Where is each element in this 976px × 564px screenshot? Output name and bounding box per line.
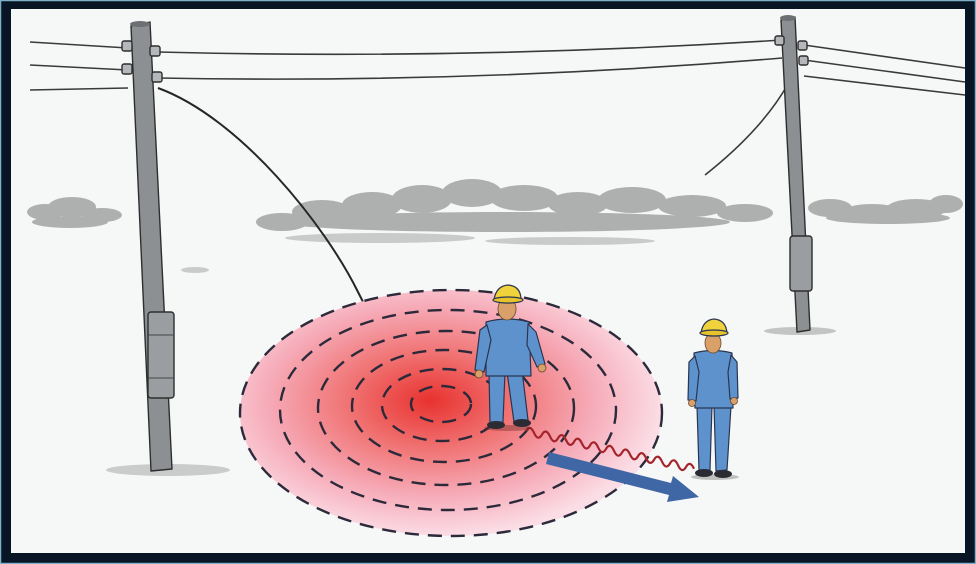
worker-leg-left <box>697 406 712 471</box>
pole-right-equipment-box <box>790 236 812 291</box>
insulator <box>775 36 784 45</box>
insulator <box>150 46 160 56</box>
insulator <box>122 41 132 51</box>
cloud-puff <box>392 185 452 213</box>
hard-hat-brim <box>493 297 523 303</box>
worker-torso <box>694 351 733 409</box>
step-voltage-zone <box>240 290 662 536</box>
worker-torso <box>486 319 531 376</box>
cloud-puff <box>598 187 666 213</box>
worker-hand <box>475 370 483 378</box>
cloud-puff <box>280 212 730 232</box>
cloud-puff <box>32 216 108 228</box>
cloud-streak <box>181 267 209 273</box>
insulator <box>152 72 162 82</box>
insulator <box>799 56 808 65</box>
cloud-puff <box>658 195 726 217</box>
insulator <box>798 41 807 50</box>
pole-left-equipment-box <box>148 312 174 398</box>
worker-hand <box>731 398 738 405</box>
cloud-puff <box>490 185 558 211</box>
worker-boot <box>487 421 505 429</box>
cloud-puff <box>717 204 773 222</box>
pole-left-cap <box>130 21 150 27</box>
pole-right-cap <box>780 15 796 21</box>
worker-hand <box>689 400 696 407</box>
hard-hat-brim <box>700 330 728 336</box>
cloud-streak <box>485 237 655 245</box>
worker-leg-left <box>489 372 505 423</box>
voltage-gradient-fill <box>240 290 662 536</box>
cloud-puff <box>929 195 963 213</box>
cloud-streak <box>285 233 475 243</box>
worker-hand <box>538 364 546 372</box>
worker-boot <box>513 419 531 427</box>
worker-boot <box>695 469 713 477</box>
insulator <box>122 64 132 74</box>
worker-boot <box>714 470 732 478</box>
worker-arm-right <box>728 355 738 399</box>
cloud-puff <box>826 212 950 224</box>
